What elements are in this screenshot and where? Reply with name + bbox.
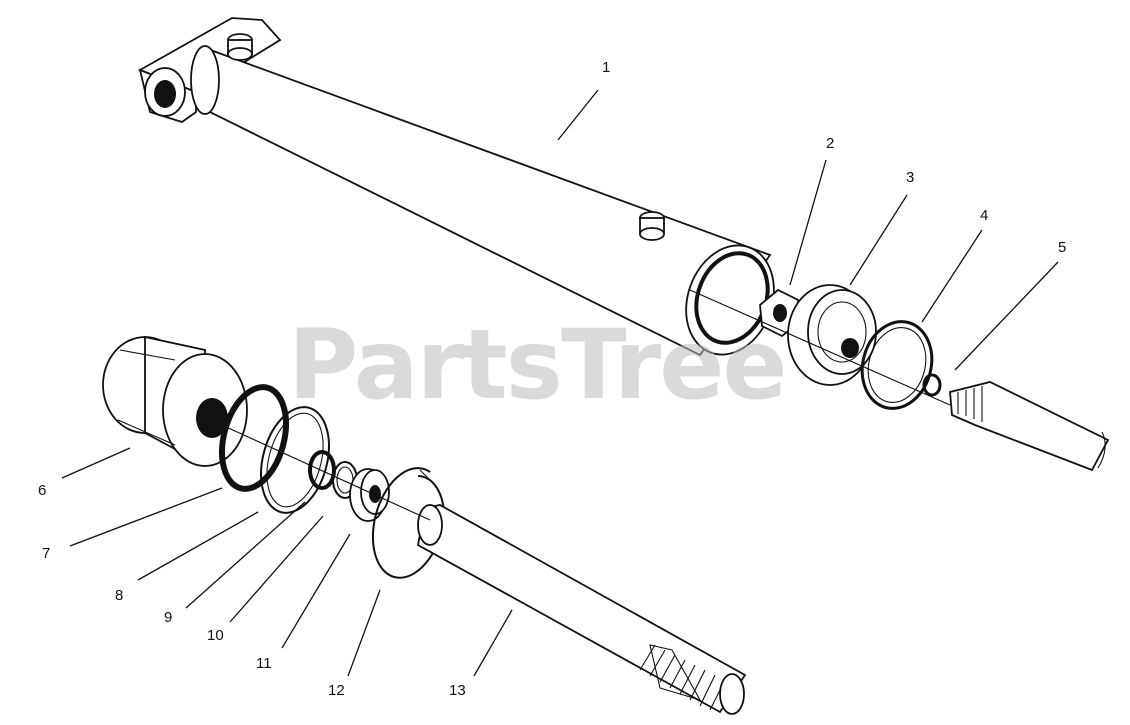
- callout-12: 12: [328, 682, 345, 699]
- callout-1: 1: [602, 59, 610, 76]
- part-5-small-o-ring: [922, 373, 942, 397]
- callout-5: 5: [1058, 239, 1066, 256]
- leader-lines: [61, 89, 1059, 677]
- part-13-piston-rod: [416, 504, 747, 715]
- callout-13: 13: [449, 682, 466, 699]
- callout-labels: 1 2 3 4 5 6 7 8 9 10 11 12 13: [38, 59, 1066, 699]
- callout-7: 7: [42, 545, 50, 562]
- part-8-ring: [260, 406, 330, 514]
- callout-11: 11: [256, 655, 272, 672]
- callout-9: 9: [164, 609, 172, 626]
- callout-3: 3: [906, 169, 914, 186]
- part-1-cylinder-barrel: [137, 17, 775, 357]
- callout-8: 8: [115, 587, 123, 604]
- part-7-ring: [219, 384, 289, 492]
- part-6-gland: [102, 335, 248, 467]
- callout-2: 2: [826, 135, 834, 152]
- piston-rod-end: [949, 381, 1110, 472]
- callout-6: 6: [38, 482, 46, 499]
- watermark-text: PartsTree: [288, 309, 785, 421]
- part-12-snap-ring: [371, 467, 446, 579]
- part-3-piston: [787, 284, 877, 386]
- callout-4: 4: [980, 207, 988, 224]
- callout-10: 10: [207, 627, 224, 644]
